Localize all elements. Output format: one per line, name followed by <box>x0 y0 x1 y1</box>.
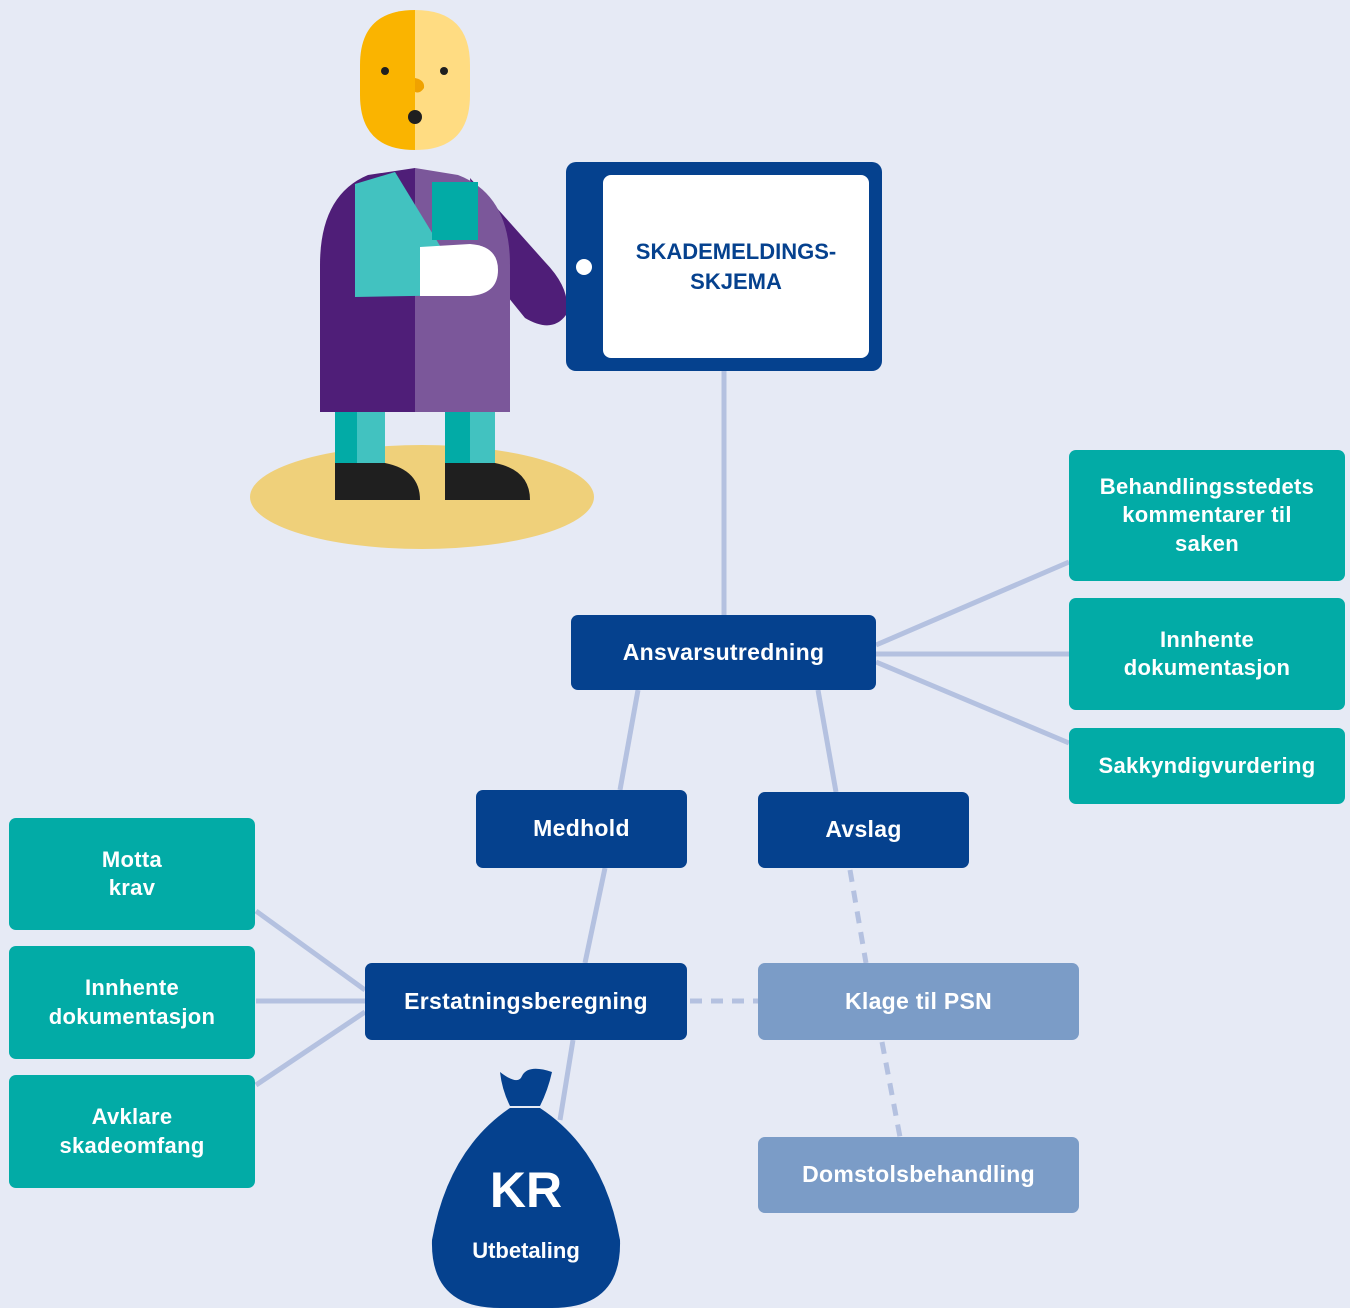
erstatningsberegning-node: Erstatningsberegning <box>365 963 687 1040</box>
nose <box>415 78 425 93</box>
left-leg-light <box>357 412 385 467</box>
tablet-screen <box>603 175 869 358</box>
money-bag-tie <box>500 1068 552 1106</box>
klage-til-psn-node: Klage til PSN <box>758 963 1079 1040</box>
payout-currency-label: KR <box>489 1162 563 1218</box>
connector-ansvar-medhold <box>617 689 641 791</box>
left-task-avklare-skadeomfang: Avklare skadeomfang <box>9 1075 255 1188</box>
right-task-behandlingsstedets-kommentarer: Behandlingsstedets kommentarer til saken <box>1069 450 1345 581</box>
floor-shadow <box>250 445 594 549</box>
connector-erstatning-left-task-3 <box>254 1009 367 1088</box>
avslag-node: Avslag <box>758 792 969 868</box>
ansvarsutredning-node: Ansvarsutredning <box>571 615 876 690</box>
left-eye <box>381 67 389 75</box>
tablet <box>566 162 882 371</box>
head-left <box>360 10 415 150</box>
connector-ansvar-right-task-3 <box>875 659 1070 746</box>
tablet-title: SKADEMELDINGS- SKJEMA <box>635 238 837 294</box>
domstolsbehandling-node: Domstolsbehandling <box>758 1137 1079 1213</box>
right-leg-light <box>470 412 495 467</box>
head-right <box>415 10 470 150</box>
connector-erstatning-payout <box>557 1039 576 1121</box>
medhold-node: Medhold <box>476 790 687 868</box>
arm-sling-strap <box>432 182 478 240</box>
left-task-motta-krav: Motta krav <box>9 818 255 930</box>
money-bag-icon <box>431 1068 621 1308</box>
connector-ansvar-avslag <box>815 689 839 793</box>
money-bag-body <box>431 1108 621 1308</box>
person-illustration <box>250 10 594 549</box>
mouth <box>408 110 422 124</box>
connector-ansvar-right-task-1 <box>875 559 1070 648</box>
right-task-sakkyndigvurdering: Sakkyndigvurdering <box>1069 728 1345 804</box>
right-eye <box>440 67 448 75</box>
connector-medhold-erstatning <box>582 867 608 964</box>
left-shoe <box>335 463 420 500</box>
connector-erstatning-left-task-1 <box>254 908 367 993</box>
connector-klage-domstol <box>879 1041 903 1138</box>
connector-avslag-klage <box>847 869 869 964</box>
bandaged-hand <box>420 244 498 296</box>
payout-label: Utbetaling <box>472 1238 580 1263</box>
right-shoe <box>445 463 530 500</box>
tablet-home-button <box>576 259 592 275</box>
left-task-innhente-dokumentasjon: Innhente dokumentasjon <box>9 946 255 1059</box>
right-task-innhente-dokumentasjon: Innhente dokumentasjon <box>1069 598 1345 710</box>
